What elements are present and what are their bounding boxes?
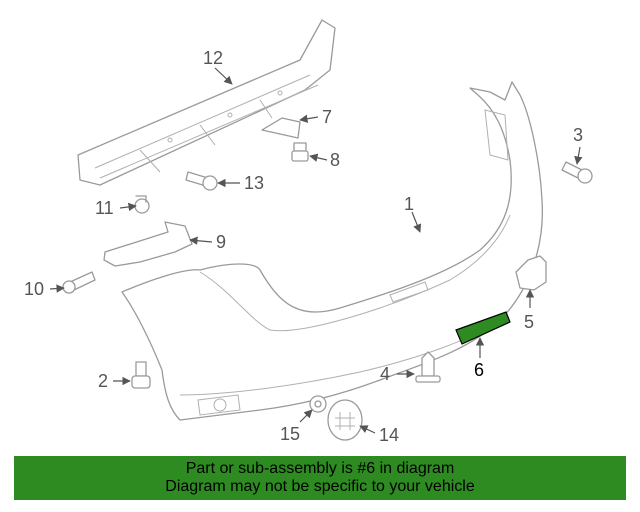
callout-13: 13 bbox=[244, 173, 264, 193]
nut-part-15 bbox=[309, 395, 327, 413]
reflector-part-6-highlighted[interactable] bbox=[455, 311, 511, 345]
callout-14: 14 bbox=[379, 425, 399, 445]
callout-9: 9 bbox=[216, 232, 226, 252]
callout-4: 4 bbox=[380, 364, 390, 384]
clip-part-4 bbox=[415, 351, 441, 383]
callout-15: 15 bbox=[280, 424, 300, 444]
bolt-part-13 bbox=[185, 171, 218, 191]
bolt-part-8 bbox=[291, 142, 309, 162]
bumper-cover-part-1 bbox=[121, 81, 544, 421]
callout-12: 12 bbox=[203, 48, 223, 68]
callout-7: 7 bbox=[322, 107, 332, 127]
callout-8: 8 bbox=[330, 150, 340, 170]
cap-part-14 bbox=[327, 399, 363, 441]
screw-part-10 bbox=[62, 271, 96, 294]
clip-part-11 bbox=[134, 195, 150, 214]
callout-10: 10 bbox=[24, 279, 44, 299]
bracket-part-9 bbox=[103, 221, 193, 267]
callout-3: 3 bbox=[573, 125, 583, 145]
callout-6-highlighted: 6 bbox=[474, 360, 484, 380]
callout-5: 5 bbox=[524, 312, 534, 332]
bumper-reinforcement-part-12 bbox=[77, 19, 336, 186]
callout-1: 1 bbox=[404, 194, 414, 214]
leader-lines bbox=[49, 67, 583, 434]
banner-line-part-number: Part or sub-assembly is #6 in diagram bbox=[185, 460, 455, 477]
parts-diagram: 12 7 8 13 11 9 10 3 1 5 6 4 2 15 14 bbox=[24, 19, 593, 445]
bracket-part-5 bbox=[515, 255, 547, 291]
callout-2: 2 bbox=[98, 371, 108, 391]
bolt-part-2 bbox=[131, 361, 151, 389]
bolt-part-3 bbox=[561, 161, 593, 184]
callout-11: 11 bbox=[95, 198, 114, 218]
bracket-part-7 bbox=[261, 117, 301, 139]
part-info-banner: Part or sub-assembly is #6 in diagram Di… bbox=[14, 456, 626, 500]
banner-line-disclaimer: Diagram may not be specific to your vehi… bbox=[165, 478, 475, 495]
